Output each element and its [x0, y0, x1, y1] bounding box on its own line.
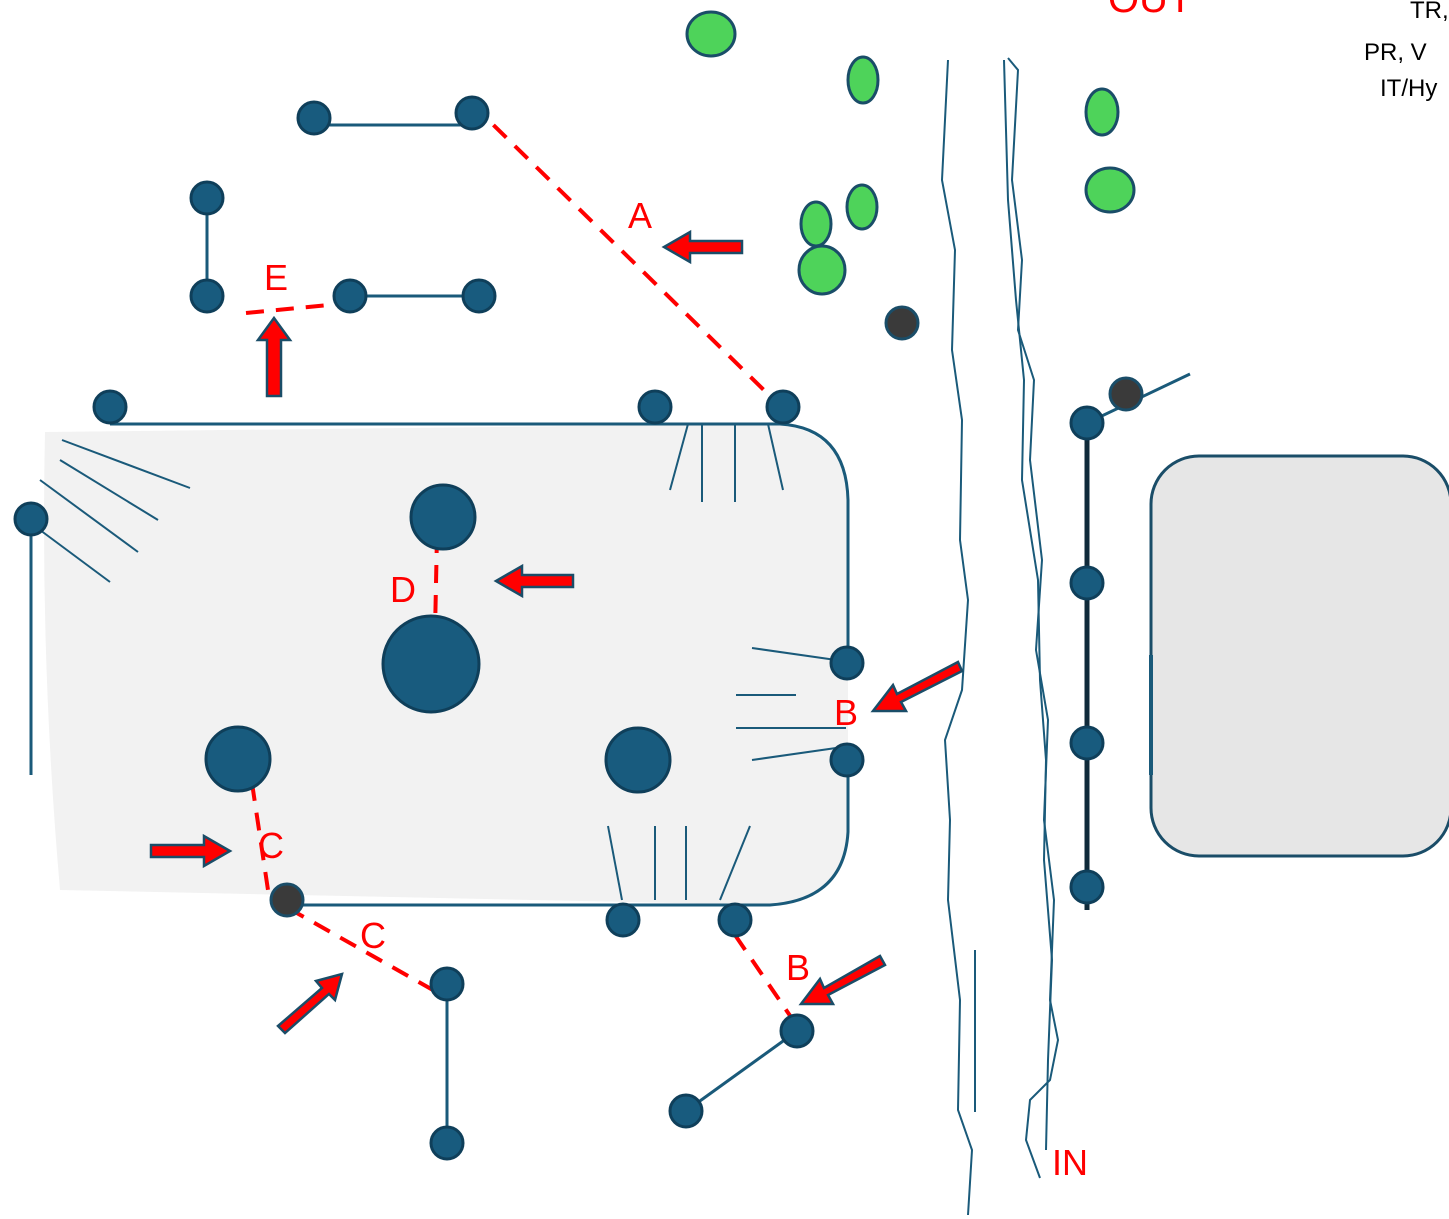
gap-c-diagonal — [287, 906, 448, 1000]
dark-post — [884, 305, 920, 341]
shrub-icon — [845, 183, 879, 231]
red-arrow-icon — [798, 954, 887, 1006]
post — [296, 100, 332, 136]
red-arrow-icon — [149, 833, 233, 869]
post — [454, 95, 490, 131]
post — [829, 742, 865, 778]
column — [204, 725, 272, 793]
corner-text-line3: IT/Hy — [1380, 75, 1437, 102]
post — [189, 180, 225, 216]
dark-posts — [269, 305, 1144, 918]
red-arrow-icon — [276, 972, 344, 1035]
post — [717, 902, 753, 938]
river-channel — [940, 57, 1060, 1216]
posts — [13, 95, 1105, 1161]
gap-c-vertical — [250, 782, 270, 891]
post — [429, 1125, 465, 1161]
gap-d — [433, 534, 439, 633]
column — [381, 614, 481, 714]
post — [637, 389, 673, 425]
red-arrow-icon — [661, 229, 744, 265]
post — [605, 902, 641, 938]
gap-a — [470, 102, 774, 400]
post — [1069, 565, 1105, 601]
post — [429, 966, 465, 1002]
column — [604, 726, 672, 794]
dark-post — [269, 882, 305, 918]
dark-post — [1108, 376, 1144, 412]
post — [1069, 869, 1105, 905]
corner-text-line2: PR, V — [1364, 39, 1427, 66]
column — [409, 483, 477, 551]
red-arrow-icon — [255, 315, 293, 398]
post — [189, 278, 225, 314]
label-out: OUT — [1108, 0, 1192, 21]
post — [13, 501, 49, 537]
label-c-upper: C — [258, 825, 284, 866]
shrub-icon — [685, 10, 737, 58]
post — [1069, 725, 1105, 761]
shrub-icon — [799, 200, 833, 248]
red-arrow-icon — [870, 660, 964, 713]
shrub-icon — [1084, 87, 1120, 137]
shrub-icon — [846, 55, 880, 105]
label-b-lower: B — [786, 947, 810, 988]
arrows — [149, 229, 964, 1035]
gap-e — [245, 301, 351, 315]
shrubs — [685, 10, 1136, 296]
post — [1069, 405, 1105, 441]
shrub-icon — [1084, 166, 1136, 214]
right-building — [1149, 454, 1449, 858]
label-b-upper: B — [834, 692, 858, 733]
post — [779, 1013, 815, 1049]
post — [461, 278, 497, 314]
post — [765, 389, 801, 425]
post — [332, 278, 368, 314]
post — [829, 645, 865, 681]
corner-text-line1: TR, — [1410, 0, 1449, 24]
label-in: IN — [1052, 1142, 1088, 1183]
label-d: D — [390, 569, 416, 610]
post — [92, 389, 128, 425]
hatch-lines — [39, 423, 846, 901]
red-arrow-icon — [493, 563, 575, 599]
building-outline — [110, 422, 850, 907]
label-a: A — [628, 195, 652, 236]
label-c-lower: C — [360, 915, 386, 956]
shrub-icon — [797, 244, 847, 296]
post — [668, 1093, 704, 1129]
columns — [204, 483, 672, 794]
label-e: E — [264, 257, 288, 298]
